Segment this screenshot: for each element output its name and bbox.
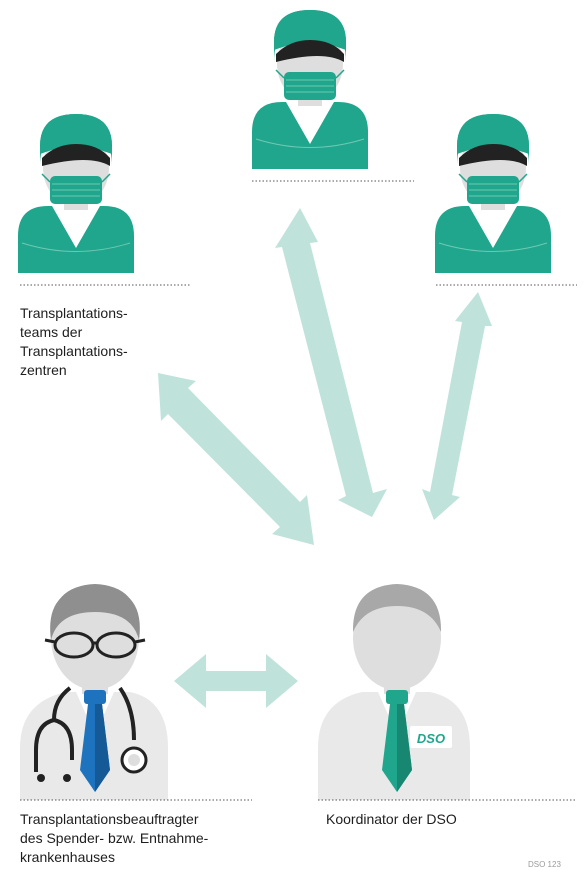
label-koordinator: Koordinator der DSO bbox=[326, 811, 457, 827]
surgeon-icon bbox=[251, 9, 369, 170]
credit: DSO 123 bbox=[528, 860, 561, 869]
surgeon-icon bbox=[17, 113, 135, 274]
double-arrow-icon bbox=[158, 208, 492, 708]
dso-badge bbox=[410, 726, 452, 748]
surgeon-icon bbox=[434, 113, 552, 274]
label-teams: Transplantations- teams der Transplantat… bbox=[20, 305, 128, 378]
glasses-icon bbox=[44, 631, 146, 659]
label-beauftragter: Transplantationsbeauftragter des Spender… bbox=[20, 811, 209, 865]
coordinator-icon: DSO bbox=[318, 584, 470, 800]
dso-badge-text: DSO bbox=[417, 731, 445, 746]
doctor-icon bbox=[20, 584, 168, 800]
stethoscope-icon bbox=[34, 686, 148, 782]
